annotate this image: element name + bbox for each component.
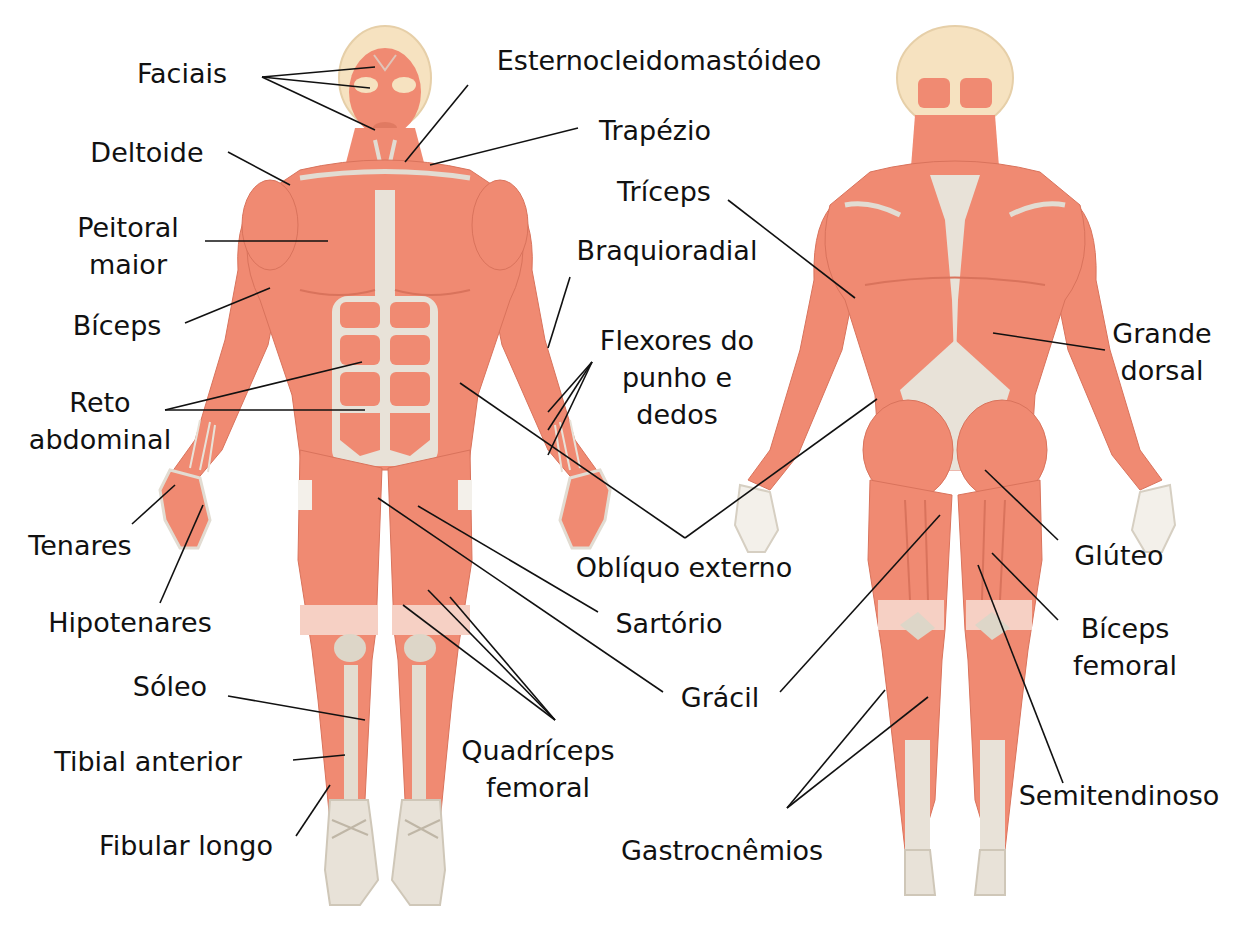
leader-lines <box>978 565 1063 783</box>
leader-lines <box>780 515 940 692</box>
muscle-label: Sartório <box>615 605 722 642</box>
leader-lines <box>132 67 1105 836</box>
leader-lines <box>548 362 592 430</box>
leader-lines <box>296 785 330 836</box>
back-figure <box>735 26 1175 895</box>
leader-lines <box>993 333 1105 350</box>
muscle-label: Flexores do punho e dedos <box>585 322 770 433</box>
muscle-label: Tenares <box>28 527 131 564</box>
leader-lines <box>228 696 365 720</box>
leader-lines <box>378 498 663 692</box>
muscle-label: Deltoide <box>90 134 203 171</box>
leader-lines <box>430 128 578 165</box>
leader-lines <box>405 85 468 162</box>
leader-lines <box>787 697 928 808</box>
leader-lines <box>262 77 370 88</box>
leader-lines <box>418 506 598 612</box>
muscle-label: Peitoral maior <box>53 209 203 283</box>
muscle-label: Grande dorsal <box>1087 315 1237 389</box>
leader-lines <box>160 505 203 603</box>
leader-lines <box>548 362 592 455</box>
muscle-label: Reto abdominal <box>13 384 188 458</box>
leader-lines <box>787 690 885 808</box>
muscle-label: Trapézio <box>599 112 711 149</box>
muscle-label: Hipotenares <box>48 604 212 641</box>
leader-lines <box>548 362 592 412</box>
muscle-label: Tríceps <box>617 173 711 210</box>
leader-lines <box>185 288 270 323</box>
leader-lines <box>262 67 375 77</box>
muscle-label: Faciais <box>137 55 227 92</box>
muscle-label: Bíceps <box>73 307 162 344</box>
leader-lines <box>165 362 362 410</box>
muscle-label: Semitendinoso <box>1019 777 1220 814</box>
leader-lines <box>992 553 1058 620</box>
leader-lines <box>293 755 345 760</box>
leader-lines <box>262 77 375 130</box>
leader-lines <box>132 485 175 524</box>
muscle-label: Bíceps femoral <box>1055 610 1195 684</box>
leader-lines <box>228 152 290 185</box>
leader-lines <box>205 240 328 242</box>
leader-lines <box>985 470 1058 540</box>
muscle-label: Oblíquo externo <box>576 549 792 586</box>
muscle-label: Tibial anterior <box>54 743 242 780</box>
leader-lines <box>165 409 365 411</box>
muscle-label: Fibular longo <box>99 827 273 864</box>
muscle-label: Gastrocnêmios <box>621 832 823 869</box>
muscle-label: Esternocleidomastóideo <box>497 42 822 79</box>
leader-lines <box>450 597 555 720</box>
muscle-label: Glúteo <box>1074 537 1163 574</box>
muscle-label: Braquioradial <box>577 232 758 269</box>
leader-lines <box>403 605 555 720</box>
muscle-label: Grácil <box>681 679 759 716</box>
leader-lines <box>428 590 555 720</box>
muscle-label: Sóleo <box>133 668 207 705</box>
leader-lines <box>548 277 570 348</box>
muscle-label: Quadríceps femoral <box>443 732 633 806</box>
